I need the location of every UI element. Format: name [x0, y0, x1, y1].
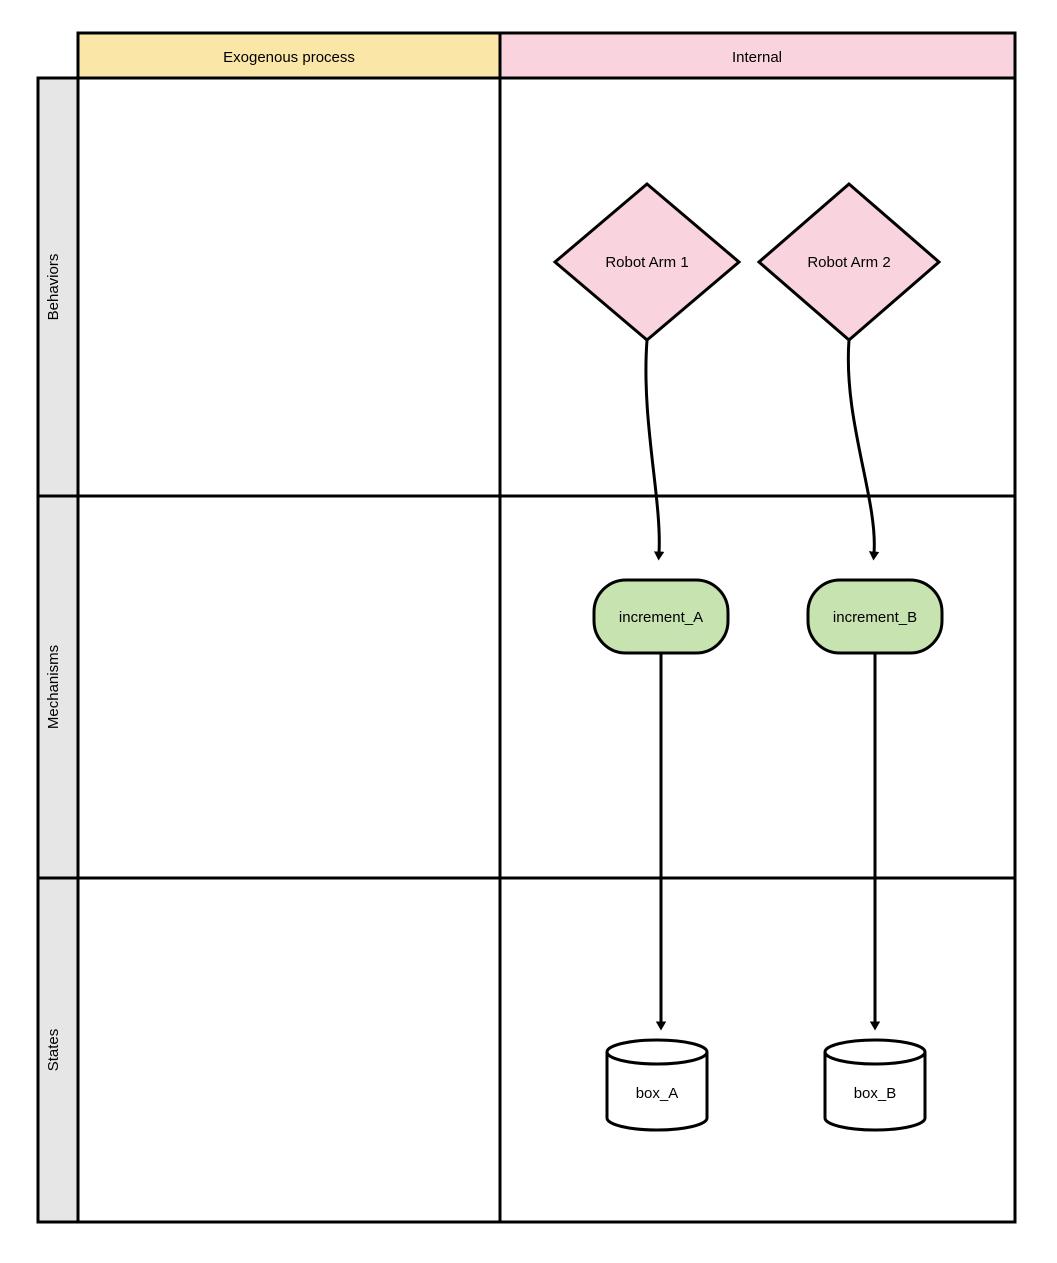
row-label-states: States [45, 1029, 62, 1072]
row-label-cell-states [36, 876, 80, 1224]
edge-robot-arm-2-to-increment-b [846, 339, 880, 561]
node-box-a[interactable]: box_A [605, 1038, 709, 1132]
box-a-label: box_A [636, 1085, 679, 1102]
node-increment-a[interactable]: increment_A [592, 578, 730, 655]
row-label-cell-behaviors [36, 76, 80, 498]
increment-b-label: increment_B [833, 609, 917, 626]
robot-arm-2-label: Robot Arm 2 [807, 254, 890, 271]
column-header-label-exogenous: Exogenous process [223, 49, 355, 66]
node-robot-arm-2[interactable]: Robot Arm 2 [756, 182, 942, 342]
grid-outer-border [76, 76, 1017, 1224]
column-header-internal [498, 31, 1017, 80]
row-label-behaviors: Behaviors [45, 254, 62, 321]
node-increment-b[interactable]: increment_B [806, 578, 944, 655]
increment-a-label: increment_A [619, 609, 703, 626]
box-b-cylinder-top [823, 1038, 927, 1066]
robot-arm-2-diamond-shape[interactable] [756, 182, 942, 342]
robot-arm-1-label: Robot Arm 1 [605, 254, 688, 271]
column-header-exogenous [76, 31, 502, 80]
increment-a-rounded-rect-shape[interactable] [592, 578, 730, 655]
node-box-b[interactable]: box_B [823, 1038, 927, 1132]
edge-robot-arm-1-to-increment-a [644, 339, 665, 561]
box-b-label: box_B [854, 1085, 897, 1102]
column-header-label-internal: Internal [732, 49, 782, 66]
node-robot-arm-1[interactable]: Robot Arm 1 [552, 182, 742, 342]
edges-layer [644, 339, 881, 1031]
row-label-mechanisms: Mechanisms [45, 645, 62, 729]
box-a-cylinder-body[interactable] [605, 1052, 709, 1132]
box-a-cylinder-top [605, 1038, 709, 1066]
increment-b-rounded-rect-shape[interactable] [806, 578, 944, 655]
box-b-cylinder-body[interactable] [823, 1052, 927, 1132]
robot-arm-1-diamond-shape[interactable] [552, 182, 742, 342]
